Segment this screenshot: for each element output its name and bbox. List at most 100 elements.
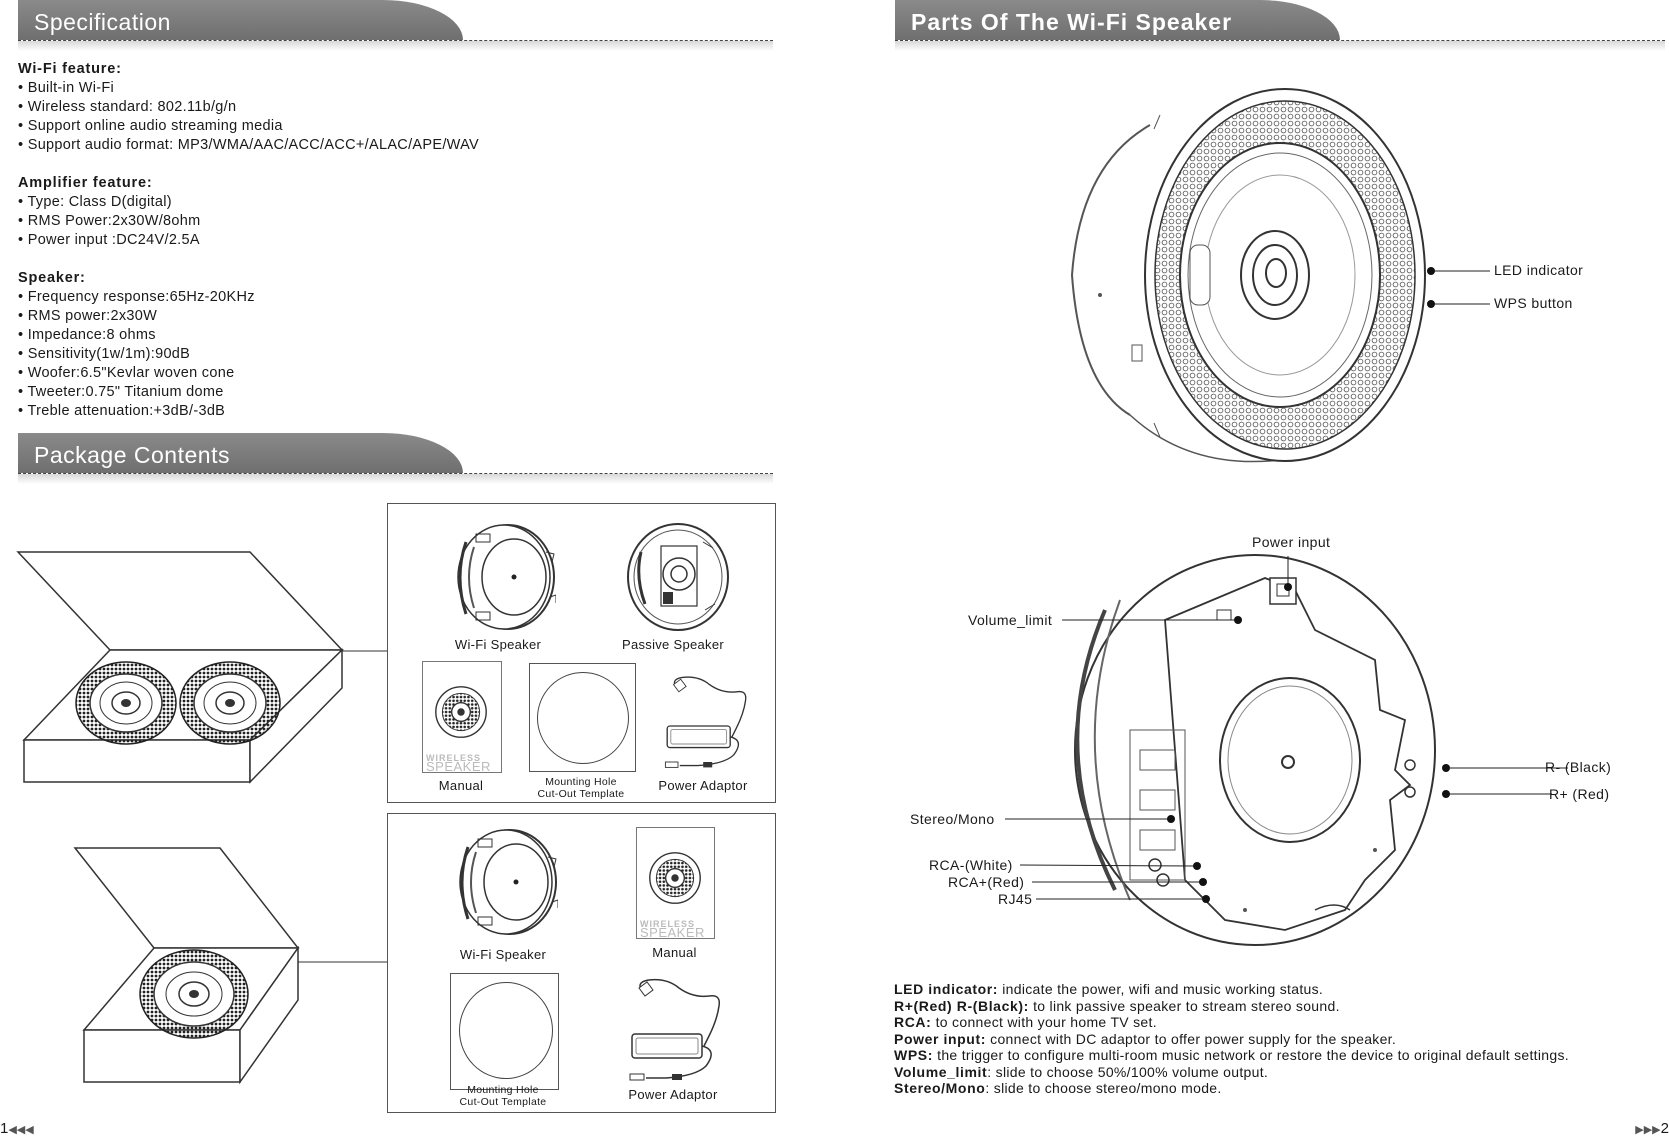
mounting-template-caption-line2: Cut-Out Template xyxy=(537,788,625,800)
spec-item: Treble attenuation:+3dB/-3dB xyxy=(18,402,758,421)
wps-button-label: WPS button xyxy=(1494,295,1573,311)
amplifier-feature-list: Type: Class D(digital) RMS Power:2x30W/8… xyxy=(18,193,758,250)
manual-caption-b: Manual xyxy=(652,945,697,960)
forward-arrows-icon: ▶▶▶ xyxy=(1635,1124,1661,1136)
description-term: Volume_limit xyxy=(894,1063,988,1080)
spec-item: Frequency response:65Hz-20KHz xyxy=(18,288,758,307)
amplifier-feature-heading: Amplifier feature: xyxy=(18,175,153,191)
spec-item: Power input :DC24V/2.5A xyxy=(18,231,758,250)
left-page: Specification Wi-Fi feature: Built-in Wi… xyxy=(0,0,790,1137)
parts-title: Parts Of The Wi-Fi Speaker xyxy=(911,9,1233,35)
package-box-illustration-a xyxy=(16,551,388,784)
mounting-template-caption-b-line1: Mounting Hole xyxy=(467,1084,539,1096)
spec-item: Support audio format: MP3/WMA/AAC/ACC/AC… xyxy=(18,136,758,155)
spec-item: Built-in Wi-Fi xyxy=(18,79,758,98)
specification-header: Specification xyxy=(18,0,773,51)
page-number-left: 1◀◀◀ xyxy=(0,1120,34,1137)
description-text: : slide to choose stereo/mono mode. xyxy=(985,1080,1222,1096)
manual-image-b: WIRELESS SPEAKER xyxy=(636,827,715,940)
spec-item: RMS power:2x30W xyxy=(18,307,758,326)
manual-image: WIRELESS SPEAKER xyxy=(422,661,502,774)
page-number: 2 xyxy=(1660,1120,1669,1137)
speaker-back-diagram xyxy=(1074,554,1436,946)
wifi-speaker-caption: Wi-Fi Speaker xyxy=(454,637,542,652)
rca-white-label: RCA-(White) xyxy=(929,857,1013,873)
r-plus-label: R+ (Red) xyxy=(1549,786,1610,802)
wifi-feature-list: Built-in Wi-Fi Wireless standard: 802.11… xyxy=(18,79,758,155)
description-term: Stereo/Mono xyxy=(894,1080,986,1096)
rca-red-label: RCA+(Red) xyxy=(948,874,1025,890)
description-text: connect with DC adaptor to offer power s… xyxy=(985,1030,1397,1047)
power-adaptor-image-b xyxy=(624,974,724,1084)
description-line: Stereo/Mono: slide to choose stereo/mono… xyxy=(894,1080,1664,1097)
description-line: LED indicator: indicate the power, wifi … xyxy=(894,981,1664,998)
description-term: Power input: xyxy=(894,1030,986,1047)
mounting-template-image xyxy=(529,663,636,772)
manual-caption: Manual xyxy=(438,778,484,793)
spec-item: Woofer:6.5"Kevlar woven cone xyxy=(18,364,758,383)
specification-title: Specification xyxy=(34,9,171,35)
spec-item: Impedance:8 ohms xyxy=(18,326,758,345)
speaker-heading: Speaker: xyxy=(18,270,86,286)
description-line: WPS: the trigger to configure multi-room… xyxy=(894,1047,1664,1064)
package-box-illustration-b xyxy=(73,847,388,1085)
description-term: RCA: xyxy=(894,1014,932,1030)
parts-descriptions: LED indicator: indicate the power, wifi … xyxy=(894,981,1664,1097)
mounting-template-caption-line1: Mounting Hole xyxy=(545,776,617,788)
description-text: to link passive speaker to stream stereo… xyxy=(1028,997,1340,1014)
description-text: to connect with your home TV set. xyxy=(931,1014,1157,1030)
page-number-right: ▶▶▶2 xyxy=(1635,1120,1669,1137)
spec-item: Sensitivity(1w/1m):90dB xyxy=(18,345,758,364)
description-line: R+(Red) R-(Black): to link passive speak… xyxy=(894,998,1664,1015)
wifi-speaker-image-b xyxy=(448,827,558,937)
package-contents-title: Package Contents xyxy=(34,442,230,468)
power-input-label: Power input xyxy=(1252,534,1331,550)
package-contents-header: Package Contents xyxy=(18,433,773,484)
description-line: Power input: connect with DC adaptor to … xyxy=(894,1031,1664,1048)
passive-speaker-caption: Passive Speaker xyxy=(621,637,725,652)
right-page: Parts Of The Wi-Fi Speaker LED indicator… xyxy=(880,0,1669,1137)
manual-cover-subtitle-b: SPEAKER xyxy=(640,925,705,940)
power-adaptor-caption-b: Power Adaptor xyxy=(628,1087,718,1102)
description-term: WPS: xyxy=(894,1047,933,1063)
parts-header: Parts Of The Wi-Fi Speaker xyxy=(895,0,1665,51)
power-adaptor-image xyxy=(660,672,750,771)
volume-limit-label: Volume_limit xyxy=(968,612,1053,628)
front-callout-lines xyxy=(1427,267,1490,308)
manual-cover-subtitle: SPEAKER xyxy=(426,759,491,774)
led-indicator-label: LED indicator xyxy=(1494,262,1584,278)
back-callout-lines xyxy=(1005,556,1568,903)
manual-cover-title: WIRELESS xyxy=(426,753,482,763)
manual-cover-title-b: WIRELESS xyxy=(640,919,696,929)
description-term: R+(Red) R-(Black): xyxy=(894,997,1029,1014)
r-minus-label: R- (Black) xyxy=(1545,759,1612,775)
speaker-front-diagram xyxy=(1070,88,1426,463)
rj45-label: RJ45 xyxy=(998,891,1033,907)
package-contents-frame-a: Wi-Fi Speaker Passive Speaker WIRELESS S… xyxy=(387,503,776,803)
spec-item: RMS Power:2x30W/8ohm xyxy=(18,212,758,231)
description-text: : slide to choose 50%/100% volume output… xyxy=(987,1063,1269,1080)
spec-item: Wireless standard: 802.11b/g/n xyxy=(18,98,758,117)
passive-speaker-image xyxy=(623,522,733,632)
spec-item: Type: Class D(digital) xyxy=(18,193,758,212)
description-line: Volume_limit: slide to choose 50%/100% v… xyxy=(894,1064,1664,1081)
wifi-speaker-caption-b: Wi-Fi Speaker xyxy=(459,947,547,962)
mounting-template-caption-b: Mounting Hole Cut-Out Template xyxy=(438,1084,568,1108)
spec-item: Tweeter:0.75" Titanium dome xyxy=(18,383,758,402)
mounting-template-caption: Mounting Hole Cut-Out Template xyxy=(516,776,646,800)
description-line: RCA: to connect with your home TV set. xyxy=(894,1014,1664,1031)
wifi-feature-heading: Wi-Fi feature: xyxy=(18,61,122,77)
wifi-speaker-image xyxy=(446,522,556,632)
specification-list: Wi-Fi feature: Built-in Wi-Fi Wireless s… xyxy=(18,60,758,440)
description-text: the trigger to configure multi-room musi… xyxy=(932,1047,1569,1063)
description-term: LED indicator: xyxy=(894,981,999,997)
mounting-template-caption-b-line2: Cut-Out Template xyxy=(459,1096,547,1108)
rewind-arrows-icon: ◀◀◀ xyxy=(8,1124,34,1136)
mounting-template-image-b xyxy=(450,973,559,1090)
page-number: 1 xyxy=(0,1120,9,1137)
stereo-mono-label: Stereo/Mono xyxy=(910,811,995,827)
power-adaptor-caption: Power Adaptor xyxy=(658,778,748,793)
package-contents-frame-b: Wi-Fi Speaker WIRELESS SPEAKER Manual Mo… xyxy=(387,813,776,1113)
description-text: indicate the power, wifi and music worki… xyxy=(998,981,1324,997)
spec-item: Support online audio streaming media xyxy=(18,117,758,136)
